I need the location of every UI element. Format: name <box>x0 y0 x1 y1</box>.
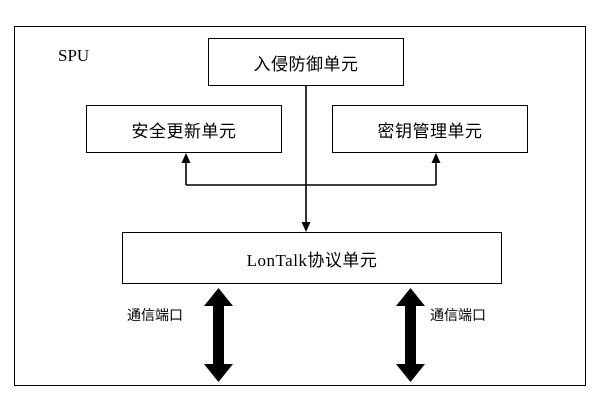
spu-boundary <box>14 26 586 386</box>
spu-label: SPU <box>58 46 90 65</box>
box-key-management-unit[interactable]: 密钥管理单元 <box>332 105 528 153</box>
box-intrusion-prevention-unit[interactable]: 入侵防御单元 <box>208 38 404 86</box>
port-label-left: 通信端口 <box>127 309 183 324</box>
box-security-update-unit[interactable]: 安全更新单元 <box>86 105 282 153</box>
port-label-right: 通信端口 <box>430 309 486 324</box>
box-lontalk-protocol-unit[interactable]: LonTalk协议单元 <box>122 232 502 284</box>
